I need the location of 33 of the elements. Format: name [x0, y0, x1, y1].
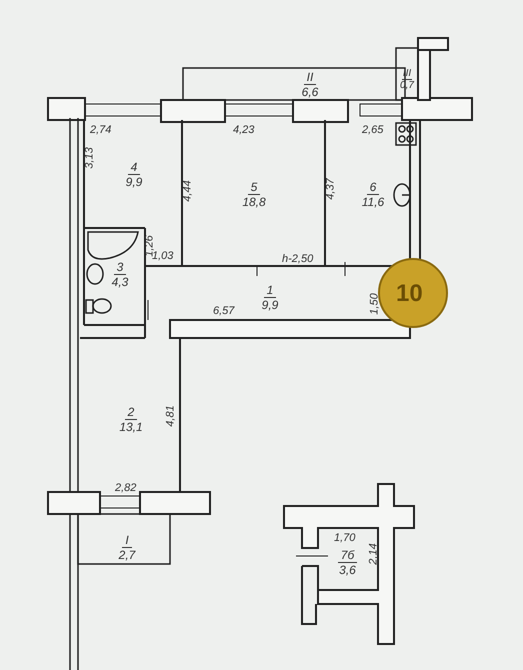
room-area: 9,9 [262, 298, 278, 312]
room-area: 11,6 [362, 195, 384, 209]
room-number: 1 [264, 284, 276, 298]
dimension-label: 4,81 [164, 405, 177, 427]
dimension-label: 2,74 [90, 124, 112, 136]
dimension-label: 6,57 [213, 305, 234, 317]
room-number: 5 [248, 181, 260, 195]
room-area: 3,6 [339, 563, 356, 577]
room-area: 9,9 [126, 175, 142, 189]
dimension-label: 1,03 [152, 250, 174, 262]
dimension-label: 1,50 [368, 293, 381, 315]
dimension-label: 4,37 [324, 178, 337, 200]
dimension-label: 2,82 [115, 482, 136, 494]
dimension-label: 2,65 [362, 124, 384, 136]
room-area: 6,6 [302, 85, 318, 99]
room-number: II [304, 71, 316, 85]
room-area: 2,7 [118, 548, 136, 562]
room-area: 13,1 [119, 420, 143, 434]
room-number: 4 [128, 161, 140, 175]
room-number: 2 [124, 406, 138, 420]
dimension-label: 3,13 [84, 147, 96, 169]
room-number: 7б [338, 549, 358, 563]
dimension-label: 4,23 [233, 124, 254, 136]
room-area: 4,3 [112, 275, 128, 289]
dimension-label: 2,14 [368, 543, 380, 565]
dimension-label: h-2,50 [282, 253, 314, 265]
coin-denomination: 10 [396, 282, 423, 306]
dimension-label: 4,44 [182, 180, 194, 202]
room-number: I [122, 534, 132, 548]
room-number: 3 [114, 261, 126, 275]
room-number: 6 [366, 181, 380, 195]
room-area: 18,8 [242, 195, 266, 209]
dimension-label: 1,70 [334, 532, 356, 544]
